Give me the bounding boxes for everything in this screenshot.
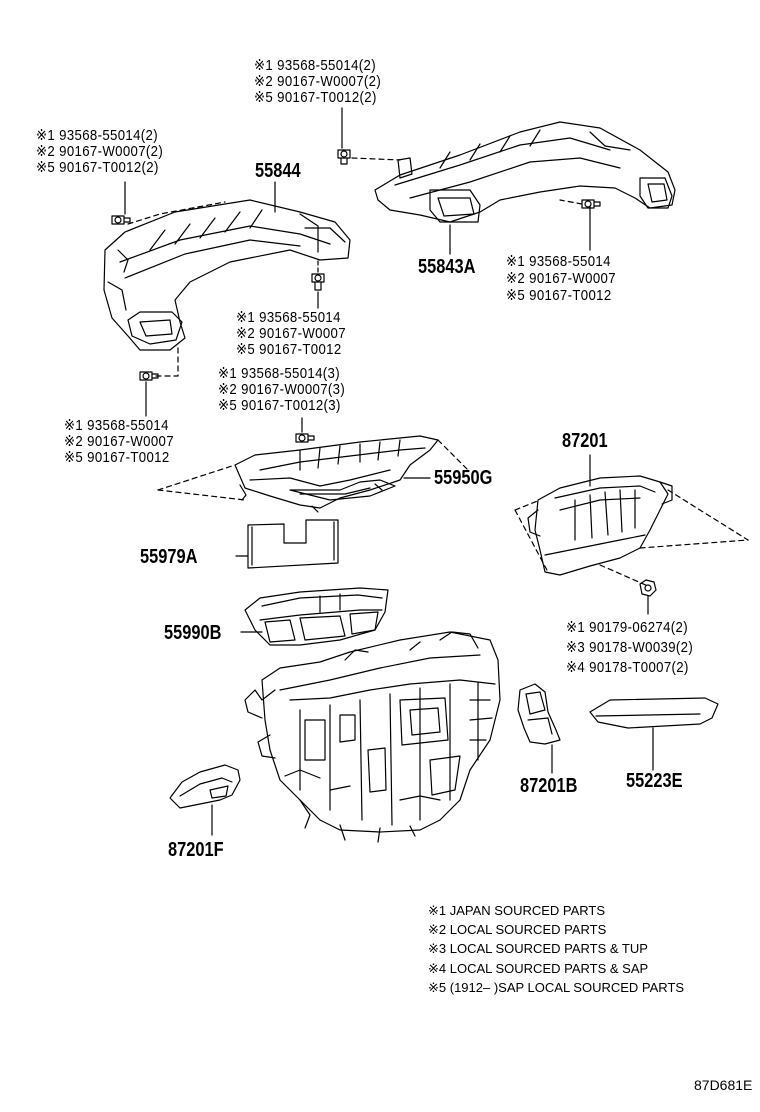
- callout-c3-line3: ※5 90167-T0012: [506, 287, 612, 304]
- part-label-87201F: 87201F: [168, 839, 224, 861]
- part-label-55990B: 55990B: [164, 622, 222, 644]
- legend-line-5: ※5 (1912– )SAP LOCAL SOURCED PARTS: [428, 980, 685, 995]
- part-label-87201B: 87201B: [520, 775, 578, 797]
- register-55950G: [157, 435, 469, 513]
- screw-a: [337, 149, 351, 165]
- pad-55223E: [589, 697, 719, 729]
- callout-c3-line1: ※1 93568-55014: [506, 253, 611, 270]
- callout-c2-line3: ※5 90167-T0012(2): [36, 159, 159, 176]
- screw-d: [581, 199, 601, 209]
- callout-c4-line1: ※1 93568-55014: [236, 309, 341, 326]
- part-label-55843A: 55843A: [418, 256, 476, 278]
- part-label-55979A: 55979A: [140, 546, 198, 568]
- duct-87201: [514, 475, 749, 587]
- diagram-code: 87D681E: [694, 1077, 753, 1093]
- legend-line-1: ※1 JAPAN SOURCED PARTS: [428, 903, 606, 918]
- duct-87201F: [169, 764, 241, 809]
- screw-c: [311, 273, 325, 291]
- part-label-55844: 55844: [255, 160, 301, 182]
- callout-c2-line2: ※2 90167-W0007(2): [36, 143, 164, 160]
- duct-55844: [103, 199, 351, 351]
- screw-f: [295, 433, 315, 443]
- callout-c6-line1: ※1 93568-55014: [64, 417, 169, 434]
- part-label-87201: 87201: [562, 430, 608, 452]
- legend-line-2: ※2 LOCAL SOURCED PARTS: [428, 922, 607, 937]
- legend-line-4: ※4 LOCAL SOURCED PARTS & SAP: [428, 961, 649, 976]
- callout-c7-line3: ※4 90178-T0007(2): [566, 659, 689, 676]
- cover-55990B: [244, 587, 389, 646]
- callout-c2-line1: ※1 93568-55014(2): [36, 127, 159, 144]
- screw-b: [111, 215, 131, 225]
- callout-c5-line1: ※1 93568-55014(3): [218, 365, 341, 382]
- legend-line-3: ※3 LOCAL SOURCED PARTS & TUP: [428, 941, 648, 956]
- part-label-55223E: 55223E: [626, 770, 683, 792]
- screw-e: [139, 371, 159, 381]
- callout-c7-line2: ※3 90178-W0039(2): [566, 639, 694, 656]
- callout-c4-line2: ※2 90167-W0007: [236, 325, 346, 342]
- leader-lines: [124, 107, 654, 836]
- callout-c6-line3: ※5 90167-T0012: [64, 449, 170, 466]
- callout-c7-line1: ※1 90179-06274(2): [566, 619, 689, 636]
- duct-87201B: [517, 683, 561, 745]
- nut-g: [639, 579, 657, 597]
- callout-c1-line1: ※1 93568-55014(2): [254, 57, 377, 74]
- callout-c5-line2: ※2 90167-W0007(3): [218, 381, 346, 398]
- callout-c3-line2: ※2 90167-W0007: [506, 270, 616, 287]
- part-label-55950G: 55950G: [434, 467, 493, 489]
- callout-c1-line3: ※5 90167-T0012(2): [254, 89, 377, 106]
- callout-c5-line3: ※5 90167-T0012(3): [218, 397, 341, 414]
- duct-55843A: [374, 121, 676, 223]
- callout-c1-line2: ※2 90167-W0007(2): [254, 73, 382, 90]
- callout-c4-line3: ※5 90167-T0012: [236, 341, 342, 358]
- callout-c6-line2: ※2 90167-W0007: [64, 433, 174, 450]
- hvac-unit: [244, 631, 501, 843]
- pad-55979A: [247, 519, 339, 569]
